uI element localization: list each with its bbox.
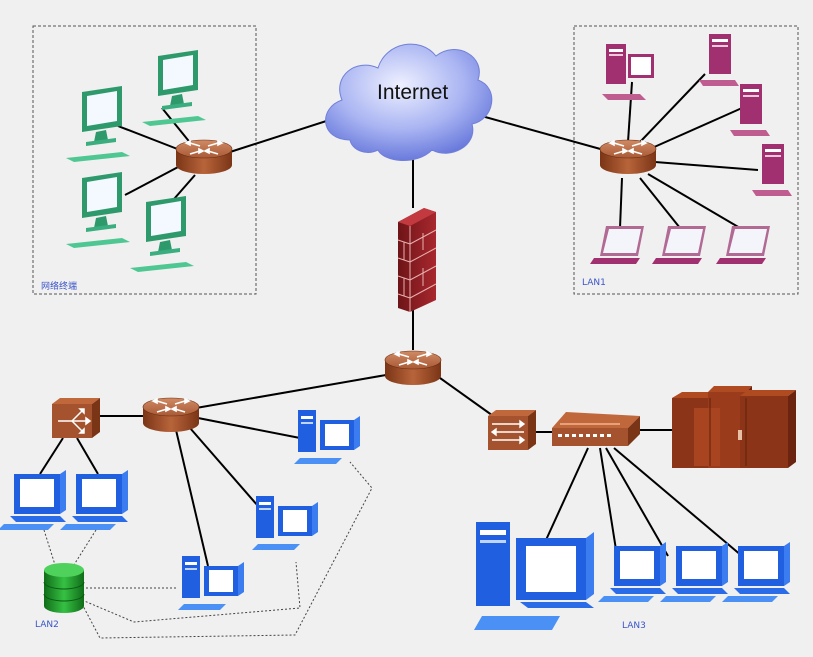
internet-cloud-icon: [325, 43, 493, 162]
wan-group-border: [32, 25, 257, 295]
desktop-icon: [252, 496, 318, 550]
desktop-icon: [60, 470, 128, 530]
lan1-group-border: [573, 25, 799, 295]
laptop-icon: [652, 226, 706, 264]
router-icon: [142, 397, 200, 433]
desktop-icon: [602, 44, 654, 100]
laptop-icon: [590, 226, 644, 264]
lan2-label: LAN2: [35, 620, 59, 630]
desktop-icon: [294, 410, 360, 464]
switch-icon: [52, 398, 100, 438]
router-icon: [384, 350, 442, 386]
desktop-icon: [66, 86, 130, 162]
internet-label: Internet: [377, 81, 449, 104]
desktop-icon: [66, 172, 130, 248]
switch-icon: [488, 410, 536, 450]
desktop-icon: [598, 542, 666, 602]
lan3-label: LAN3: [622, 621, 646, 631]
database-icon: [43, 563, 85, 613]
desktop-icon: [474, 522, 594, 630]
desktop-icon: [699, 34, 739, 86]
laptop-icon: [716, 226, 770, 264]
desktop-icon: [0, 470, 66, 530]
desktop-icon: [130, 196, 194, 272]
wan-group-label: 网络终端: [41, 282, 78, 292]
router-icon: [175, 139, 233, 175]
dotted-links: [43, 461, 373, 639]
hub-icon: [552, 412, 640, 446]
router-icon: [599, 139, 657, 175]
server-rack-icon: [672, 386, 796, 468]
lan1-label: LAN1: [582, 278, 606, 288]
desktop-icon: [142, 50, 206, 126]
desktop-icon: [660, 542, 728, 602]
desktop-icon: [178, 556, 244, 610]
firewall-icon: [397, 208, 437, 312]
desktop-icon: [722, 542, 790, 602]
network-links: [39, 73, 759, 567]
